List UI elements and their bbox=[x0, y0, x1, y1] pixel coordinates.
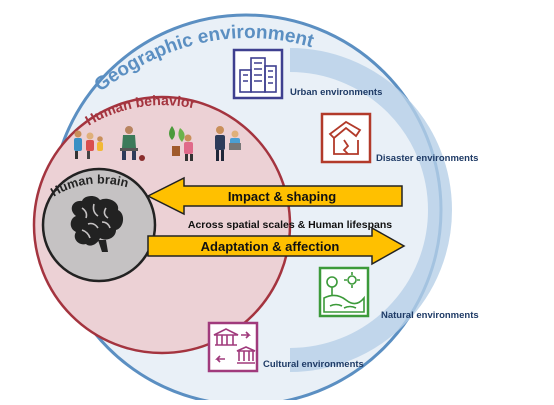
landscape-icon bbox=[323, 272, 365, 313]
center-caption: Across spatial scales & Human lifespans bbox=[188, 219, 392, 231]
disaster-environments-label: Disaster environments bbox=[376, 153, 478, 164]
natural-environment-icon bbox=[318, 266, 370, 318]
people-icons bbox=[74, 126, 241, 161]
impact-shaping-label: Impact & shaping bbox=[228, 189, 336, 204]
office-worker-icon bbox=[215, 126, 241, 161]
natural-environments-label: Natural environments bbox=[381, 310, 479, 321]
adaptation-affection-label: Adaptation & affection bbox=[201, 239, 340, 254]
city-buildings-icon bbox=[239, 57, 277, 93]
impact-shaping-arrow: Impact & shaping bbox=[146, 176, 403, 216]
adaptation-affection-arrow: Adaptation & affection bbox=[147, 226, 406, 266]
brain-icon bbox=[70, 195, 124, 252]
urban-environment-icon bbox=[232, 48, 284, 100]
collapsed-house-icon bbox=[328, 120, 362, 155]
cultural-environment-icon bbox=[207, 321, 259, 373]
family-icon bbox=[74, 130, 103, 159]
sitting-person-icon bbox=[120, 126, 145, 161]
urban-environments-label: Urban environments bbox=[290, 87, 382, 98]
human-brain-circle: Human brain bbox=[41, 167, 157, 283]
plant-care-icon bbox=[169, 126, 193, 161]
disaster-environment-icon bbox=[320, 112, 372, 164]
cultural-environments-label: Cultural environments bbox=[263, 359, 364, 370]
temple-museum-icon bbox=[213, 328, 256, 364]
